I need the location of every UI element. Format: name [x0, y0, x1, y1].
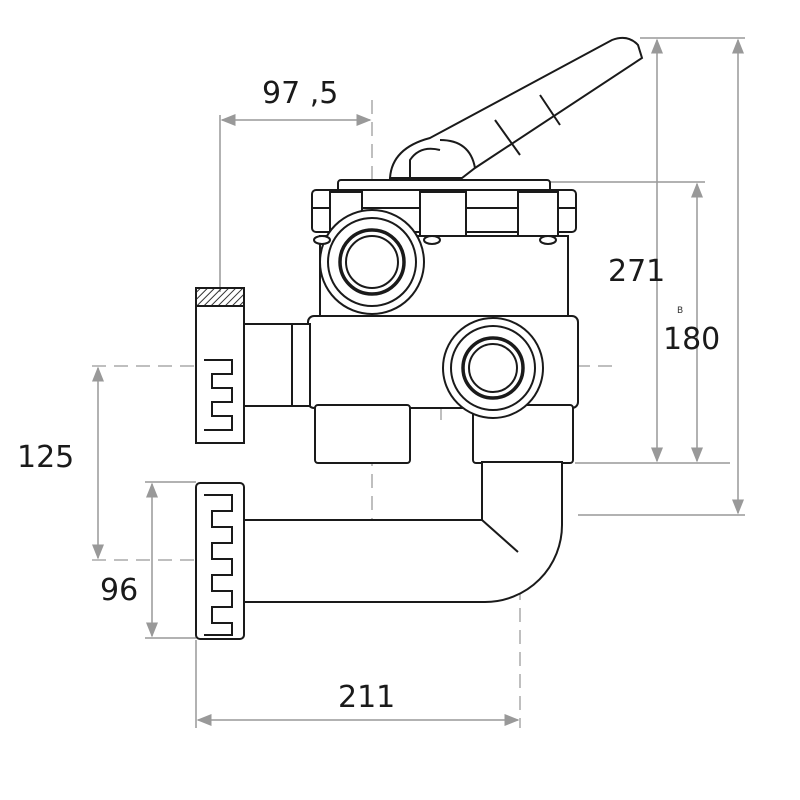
upper-port: [319, 209, 425, 315]
dimension-label-211: 211: [338, 680, 396, 715]
dimension-label-125: 125: [17, 440, 75, 475]
handle: [388, 36, 644, 179]
dimension-lines: [92, 37, 745, 728]
bottom-pipe: [243, 461, 563, 603]
dimension-label-97-5: 97 ,5: [262, 76, 339, 111]
valve-body: [195, 36, 644, 640]
lower-port: [442, 317, 544, 419]
dimension-label-96: 96: [100, 573, 139, 608]
dimension-label-180: 180: [663, 322, 721, 357]
dimension-label-271: 271: [608, 254, 666, 289]
union-nut-upper: [195, 287, 245, 444]
marker-label: B: [677, 306, 684, 316]
union-nut-lower: [195, 482, 245, 640]
